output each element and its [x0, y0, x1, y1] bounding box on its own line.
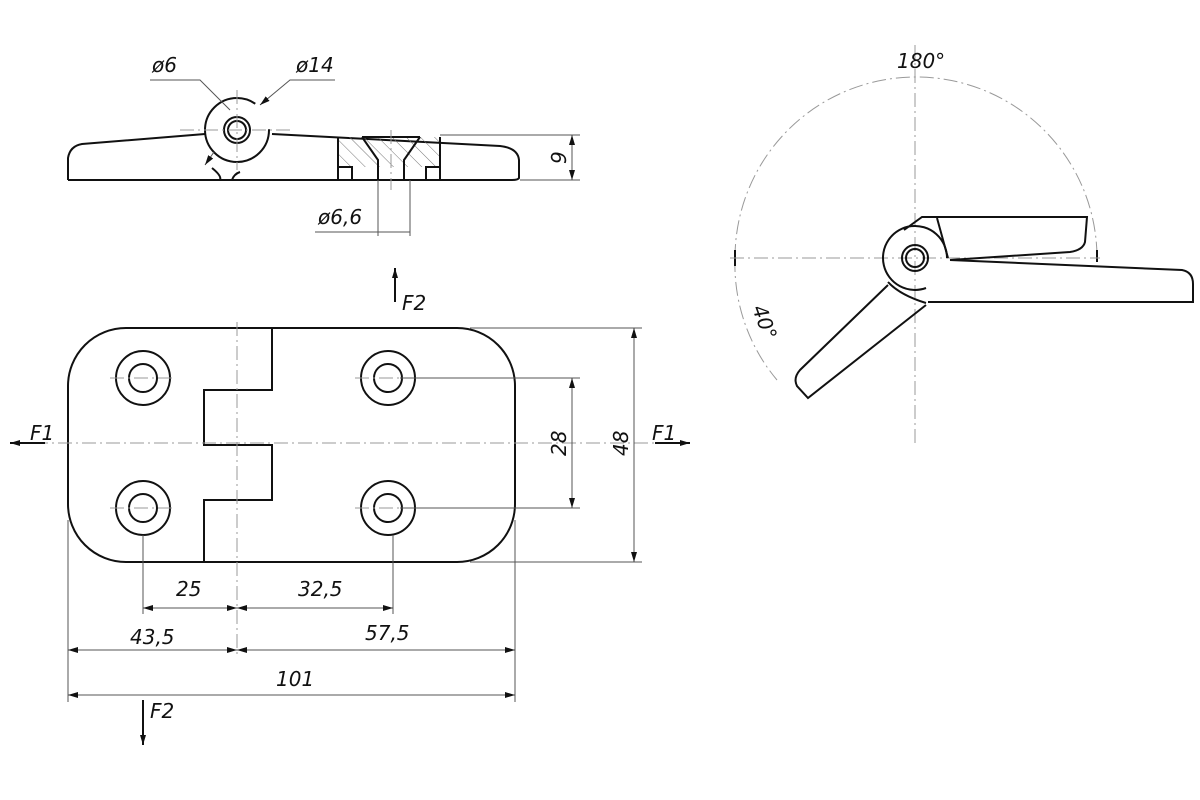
side-pin-inner: [905, 248, 925, 268]
opening-arc-180: [734, 76, 1098, 259]
dim-right-leaf: 57,5: [365, 621, 410, 645]
dim-knuckle-diameter: ø14: [295, 53, 334, 77]
dim-left-leaf: 43,5: [130, 625, 175, 649]
side-pin-outer: [901, 244, 929, 272]
force-f1-left: F1: [30, 421, 54, 445]
edge-view-left-leaf: [67, 133, 206, 180]
lower-leaf: [928, 259, 1194, 303]
dim-hole-spacing: 28: [547, 431, 571, 456]
dim-thickness: 9: [547, 151, 571, 164]
force-f2-bottom: F2: [150, 699, 174, 723]
knuckle-profile: [203, 328, 273, 562]
angle-180: 180°: [897, 49, 945, 73]
hinge-outline: [67, 327, 516, 563]
edge-view-right-leaf: [68, 133, 520, 181]
angle-40: 40°: [747, 302, 782, 344]
upper-leaf: [903, 216, 1089, 261]
angled-leaf: [794, 284, 927, 400]
dim-hole-to-right: 32,5: [298, 577, 343, 601]
force-f1-right: F1: [652, 421, 676, 445]
side-knuckle: [882, 224, 948, 304]
dim-hole-diameter: ø6,6: [317, 205, 362, 229]
edge-view: ø6 ø14 ø6,6 9: [67, 53, 580, 236]
force-f2-top: F2: [402, 291, 426, 315]
section-hatch: [338, 137, 440, 167]
dim-pin-diameter: ø6: [151, 53, 177, 77]
dim-width: 48: [609, 431, 633, 456]
dim-length: 101: [276, 667, 314, 691]
dim-left-hole: 25: [176, 577, 201, 601]
side-view: 180° 40°: [730, 45, 1194, 445]
plan-view: 28 48 25 32,5 43,5 57,5 101 F1 F1 F2 F2: [10, 268, 690, 745]
